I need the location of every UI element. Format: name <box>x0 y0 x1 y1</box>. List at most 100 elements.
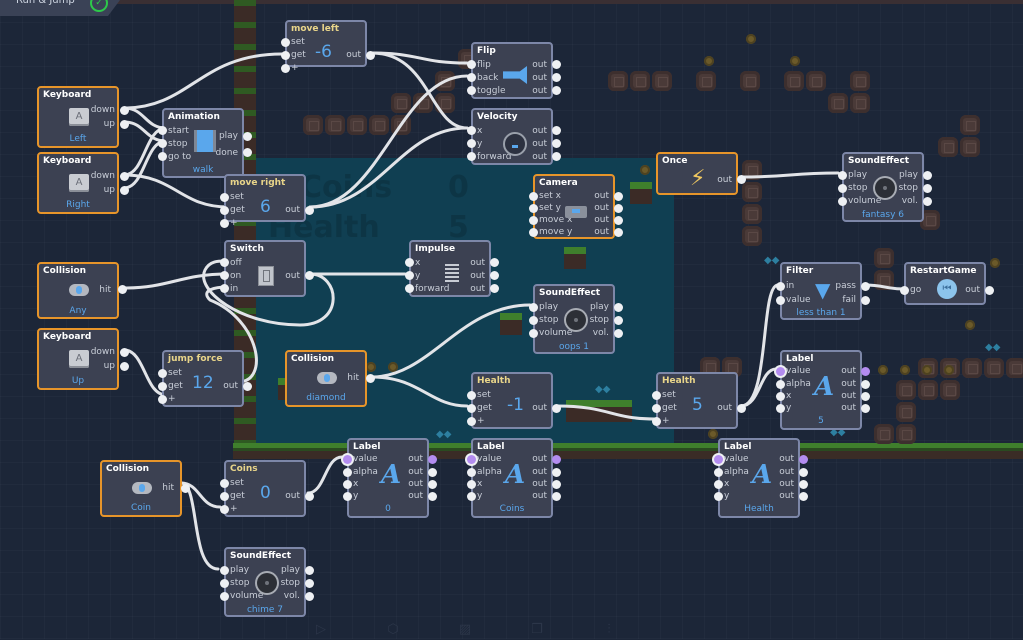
output-port[interactable] <box>614 316 623 325</box>
output-port[interactable] <box>490 258 499 267</box>
input-port[interactable] <box>220 193 229 202</box>
input-port[interactable] <box>281 51 290 60</box>
output-port[interactable] <box>305 271 314 280</box>
output-port[interactable] <box>428 468 437 477</box>
input-port[interactable] <box>220 505 229 514</box>
input-port[interactable] <box>467 455 476 464</box>
output-port[interactable] <box>861 282 870 291</box>
input-port[interactable] <box>467 468 476 477</box>
output-port[interactable] <box>985 286 994 295</box>
input-port[interactable] <box>776 404 785 413</box>
input-port[interactable] <box>529 316 538 325</box>
variable-value[interactable]: 6 <box>260 197 271 217</box>
output-port[interactable] <box>552 480 561 489</box>
output-port[interactable] <box>305 592 314 601</box>
input-port[interactable] <box>467 139 476 148</box>
input-port[interactable] <box>776 367 785 376</box>
output-port[interactable] <box>614 192 623 201</box>
input-port[interactable] <box>652 417 661 426</box>
input-port[interactable] <box>467 60 476 69</box>
output-port[interactable] <box>552 468 561 477</box>
flip-node[interactable]: Flip flip back toggle out out out <box>467 42 561 99</box>
output-port[interactable] <box>614 228 623 237</box>
output-port[interactable] <box>305 492 314 501</box>
layers-icon[interactable]: ❒ <box>531 622 543 637</box>
label-health-value-node[interactable]: Label value alpha x y A out out out out … <box>776 350 870 430</box>
collision-diamond-node[interactable]: Collision diamond hit <box>285 350 375 407</box>
input-port[interactable] <box>529 228 538 237</box>
input-port[interactable] <box>158 395 167 404</box>
collision-coin-node[interactable]: Collision Coin hit <box>100 460 190 517</box>
output-port[interactable] <box>737 175 746 184</box>
output-port[interactable] <box>552 126 561 135</box>
variable-value[interactable]: -6 <box>315 42 332 62</box>
input-port[interactable] <box>467 73 476 82</box>
output-port[interactable] <box>614 216 623 225</box>
input-port[interactable] <box>714 492 723 501</box>
input-port[interactable] <box>900 286 909 295</box>
input-port[interactable] <box>405 284 414 293</box>
input-port[interactable] <box>158 152 167 161</box>
output-port[interactable] <box>305 579 314 588</box>
sliders-icon[interactable]: ⫶ <box>607 622 611 637</box>
input-port[interactable] <box>838 184 847 193</box>
output-port[interactable] <box>120 120 129 129</box>
output-port[interactable] <box>861 367 870 376</box>
output-port[interactable] <box>552 404 561 413</box>
input-port[interactable] <box>776 392 785 401</box>
input-port[interactable] <box>467 480 476 489</box>
input-port[interactable] <box>220 219 229 228</box>
input-port[interactable] <box>220 271 229 280</box>
input-port[interactable] <box>838 197 847 206</box>
output-port[interactable] <box>552 152 561 161</box>
output-port[interactable] <box>120 186 129 195</box>
keyboard-left-node[interactable]: Keyboard A Left down up <box>37 86 129 148</box>
sound-effect-chime-node[interactable]: SoundEffect play stop volume play stop v… <box>220 547 314 617</box>
input-port[interactable] <box>220 566 229 575</box>
input-port[interactable] <box>529 216 538 225</box>
input-port[interactable] <box>776 380 785 389</box>
input-port[interactable] <box>158 139 167 148</box>
impulse-node[interactable]: Impulse x y forward out out out <box>405 240 499 297</box>
output-port[interactable] <box>243 382 252 391</box>
output-port[interactable] <box>120 106 129 115</box>
input-port[interactable] <box>467 391 476 400</box>
health-delta-variable-node[interactable]: Health set get + -1 out <box>467 372 561 429</box>
restart-game-node[interactable]: RestartGame go ⏮ out <box>900 262 994 305</box>
output-port[interactable] <box>799 480 808 489</box>
input-port[interactable] <box>529 329 538 338</box>
input-port[interactable] <box>220 258 229 267</box>
output-port[interactable] <box>243 148 252 157</box>
output-port[interactable] <box>861 392 870 401</box>
output-port[interactable] <box>366 374 375 383</box>
output-port[interactable] <box>243 132 252 141</box>
input-port[interactable] <box>220 206 229 215</box>
output-port[interactable] <box>366 51 375 60</box>
output-port[interactable] <box>799 468 808 477</box>
variable-value[interactable]: 0 <box>260 483 271 503</box>
variable-value[interactable]: 5 <box>692 395 703 415</box>
input-port[interactable] <box>776 296 785 305</box>
input-port[interactable] <box>405 258 414 267</box>
input-port[interactable] <box>343 480 352 489</box>
output-port[interactable] <box>923 197 932 206</box>
output-port[interactable] <box>614 204 623 213</box>
output-port[interactable] <box>552 139 561 148</box>
input-port[interactable] <box>405 271 414 280</box>
cube-icon[interactable]: ⬡ <box>387 622 399 637</box>
input-port[interactable] <box>838 171 847 180</box>
input-port[interactable] <box>714 455 723 464</box>
output-port[interactable] <box>120 362 129 371</box>
output-port[interactable] <box>552 455 561 464</box>
input-port[interactable] <box>652 404 661 413</box>
variable-value[interactable]: 12 <box>192 373 214 393</box>
output-port[interactable] <box>861 380 870 389</box>
input-port[interactable] <box>220 492 229 501</box>
input-port[interactable] <box>343 492 352 501</box>
output-port[interactable] <box>861 404 870 413</box>
input-port[interactable] <box>652 391 661 400</box>
label-coins-value-node[interactable]: Label value alpha x y A out out out out … <box>343 438 437 518</box>
image-icon[interactable]: ▨ <box>458 622 472 637</box>
input-port[interactable] <box>714 468 723 477</box>
input-port[interactable] <box>529 204 538 213</box>
